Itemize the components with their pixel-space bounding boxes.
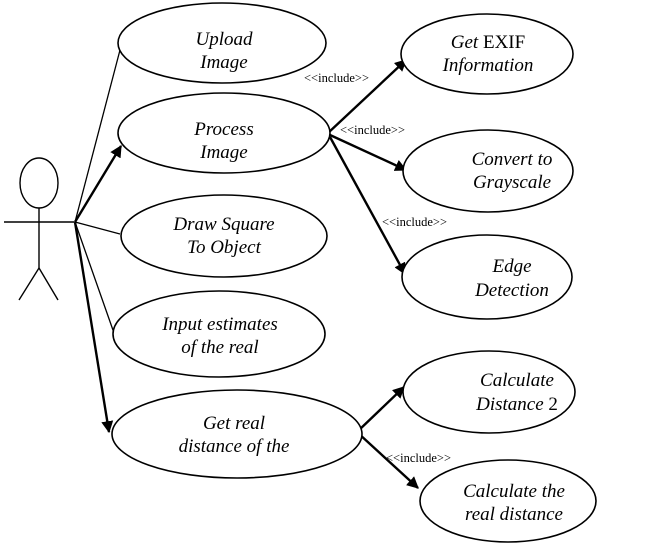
use-case-draw-square-line2: To Object bbox=[187, 237, 261, 258]
actor-stick-figure bbox=[4, 157, 74, 301]
use-case-convert-grayscale-line2: Grayscale bbox=[473, 172, 551, 193]
use-case-edge-detection: Edge Detection bbox=[401, 234, 573, 320]
use-case-get-exif-line1: Get EXIF bbox=[451, 32, 525, 53]
include-arrows bbox=[327, 59, 419, 489]
use-case-get-real-distance-line2: distance of the bbox=[179, 436, 290, 457]
use-case-calc-real-distance-line1: Calculate the bbox=[463, 481, 565, 502]
include-label-exif: <<include>> bbox=[304, 71, 369, 85]
use-case-upload-image: Upload Image bbox=[117, 2, 327, 84]
use-case-edge-detection-line1: Edge bbox=[491, 256, 531, 277]
use-case-calc-real-distance-line2: real distance bbox=[465, 504, 563, 525]
use-case-convert-grayscale-line1: Convert to bbox=[472, 149, 553, 170]
use-case-edge-detection-line2: Detection bbox=[474, 280, 549, 301]
include-arrow-calc-distance2 bbox=[357, 386, 405, 432]
use-case-process-image: Process Image bbox=[117, 92, 331, 174]
use-case-draw-square: Draw Square To Object bbox=[120, 194, 328, 278]
include-arrow-grayscale bbox=[329, 133, 408, 172]
include-labels: <<include>> <<include>> <<include>> <<in… bbox=[304, 71, 451, 465]
include-label-grayscale: <<include>> bbox=[340, 123, 405, 137]
use-case-input-estimates: Input estimates of the real bbox=[112, 290, 326, 378]
use-case-get-exif-line2: Information bbox=[442, 55, 534, 76]
use-case-get-real-distance: Get real distance of the bbox=[111, 389, 363, 479]
use-case-calc-distance2-italic: Distance bbox=[475, 394, 544, 415]
use-case-calc-real-distance: Calculate the real distance bbox=[419, 459, 597, 543]
use-case-calc-distance2-line2: Distance 2 bbox=[475, 394, 558, 415]
include-label-edge: <<include>> bbox=[382, 215, 447, 229]
use-case-get-exif-prefix: Get bbox=[451, 32, 479, 53]
include-label-calc-real: <<include>> bbox=[386, 451, 451, 465]
use-case-input-estimates-line2: of the real bbox=[181, 337, 258, 358]
use-case-calc-distance2: Calculate Distance 2 bbox=[402, 350, 576, 434]
use-case-get-exif-upright: EXIF bbox=[483, 32, 525, 53]
assoc-process-image bbox=[73, 144, 123, 223]
use-case-draw-square-line1: Draw Square bbox=[172, 214, 274, 235]
assoc-input-estimates bbox=[74, 221, 115, 334]
assoc-get-real-distance bbox=[73, 221, 114, 434]
use-case-convert-grayscale: Convert to Grayscale bbox=[402, 129, 574, 213]
use-case-calc-distance2-upright: 2 bbox=[548, 394, 558, 415]
use-case-calc-distance2-line1: Calculate bbox=[480, 370, 554, 391]
assoc-draw-square bbox=[74, 221, 121, 235]
use-case-upload-image-line1: Upload bbox=[196, 29, 254, 50]
use-case-input-estimates-line1: Input estimates bbox=[161, 314, 278, 335]
include-arrow-calc-real bbox=[357, 432, 419, 489]
use-case-upload-image-line2: Image bbox=[199, 52, 247, 73]
include-arrow-edge bbox=[328, 136, 407, 276]
associations bbox=[73, 49, 123, 434]
use-case-process-image-line2: Image bbox=[199, 142, 247, 163]
use-case-get-real-distance-line1: Get real bbox=[203, 413, 265, 434]
include-arrow-exif bbox=[327, 59, 407, 134]
use-case-get-exif: Get EXIF Information bbox=[400, 13, 574, 95]
assoc-upload-image bbox=[74, 49, 121, 223]
use-case-process-image-line1: Process bbox=[193, 119, 253, 140]
